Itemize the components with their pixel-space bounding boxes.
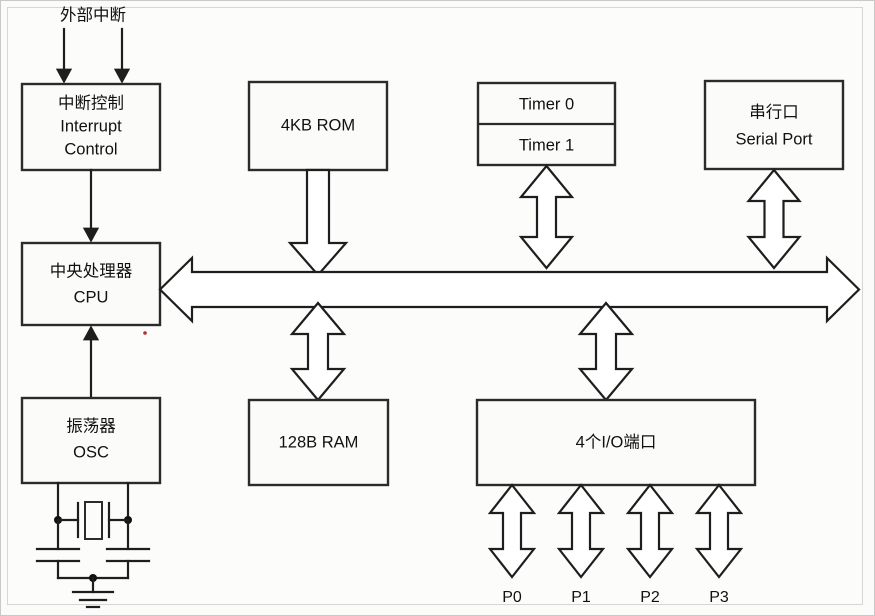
block-oscillator[interactable] <box>20 396 162 485</box>
block-io-ports[interactable] <box>475 398 757 487</box>
osc-label-cn: 振荡器 <box>66 416 116 435</box>
ram-label: 128B RAM <box>279 433 359 451</box>
external-interrupt-title: 外部中断 <box>60 5 126 24</box>
port-label-p1: P1 <box>571 589 591 606</box>
io-ports-label: 4个I/O端口 <box>576 432 657 451</box>
port-arrow-p1 <box>556 483 606 579</box>
crystal-body <box>84 501 103 540</box>
cpu-label-en: CPU <box>74 288 109 306</box>
serial-label-en: Serial Port <box>735 130 812 148</box>
block-interrupt-control[interactable] <box>20 82 162 172</box>
rom-label: 4KB ROM <box>281 116 355 134</box>
timer-to-bus-arrow <box>518 164 575 270</box>
interrupt-control-label-en1: Interrupt <box>60 117 122 135</box>
timer1-label: Timer 1 <box>519 136 574 154</box>
rom-to-bus-arrow <box>287 168 349 277</box>
serial-label-cn: 串行口 <box>749 102 799 121</box>
osc-label-en: OSC <box>73 443 109 461</box>
cpu-label-cn: 中央处理器 <box>50 261 133 280</box>
crystal-circuit <box>35 481 151 609</box>
block-serial-port[interactable] <box>703 79 845 171</box>
system-bus <box>158 255 861 324</box>
port-label-p2: P2 <box>640 589 660 606</box>
timer0-label: Timer 0 <box>519 95 574 113</box>
port-arrow-p2 <box>625 483 675 579</box>
port-label-p3: P3 <box>709 589 729 606</box>
block-ram[interactable] <box>247 398 390 487</box>
serial-to-bus-arrow <box>746 168 802 270</box>
interrupt-control-label-en2: Control <box>64 140 117 158</box>
ram-to-bus-arrow <box>289 301 347 402</box>
interrupt-control-label-cn: 中断控制 <box>58 93 124 112</box>
port-label-p0: P0 <box>502 589 522 606</box>
io-to-bus-arrow <box>577 301 635 402</box>
port-arrow-p3 <box>694 483 744 579</box>
block-cpu[interactable] <box>20 241 162 327</box>
cpu-red-dot <box>143 331 147 335</box>
port-arrow-p0 <box>487 483 537 579</box>
